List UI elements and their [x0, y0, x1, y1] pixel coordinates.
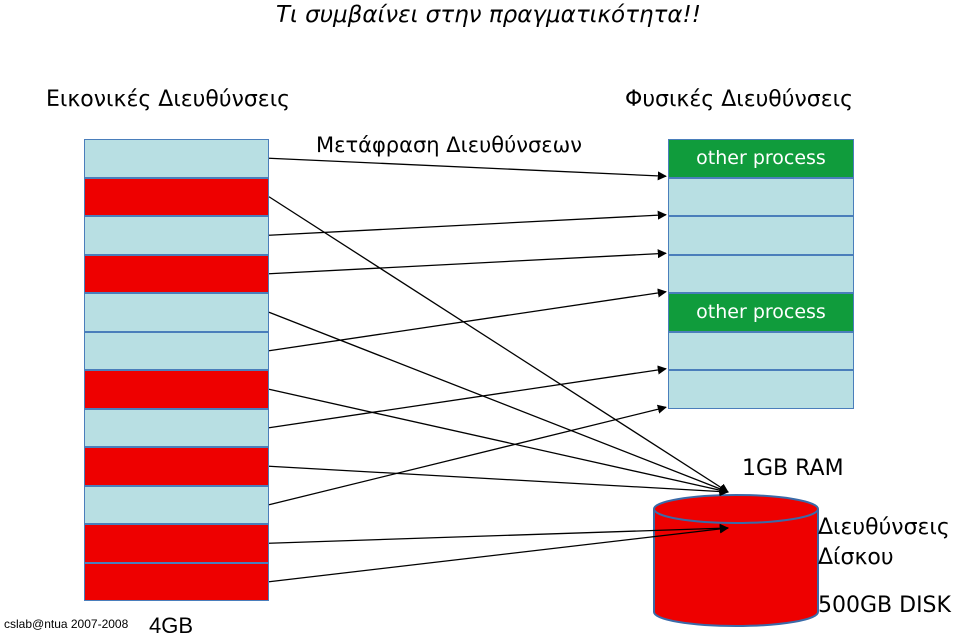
physical-frame-5	[668, 331, 854, 370]
mapping-arrow-5	[268, 288, 667, 352]
mapping-arrow-1	[268, 196, 729, 493]
virtual-page-11	[84, 562, 269, 601]
mapping-arrow-7	[268, 365, 667, 429]
mapping-arrow-10	[268, 523, 729, 544]
virtual-page-8	[84, 447, 269, 486]
physical-addresses-heading: Φυσικές Διευθύνσεις	[625, 87, 853, 112]
physical-frame-1	[668, 177, 854, 216]
virtual-page-10	[84, 524, 269, 563]
footer-credit: cslab@ntua 2007-2008	[4, 617, 129, 631]
virtual-page-4	[84, 293, 269, 332]
mapping-arrow-0	[268, 157, 667, 181]
mapping-arrow-6	[268, 388, 729, 495]
other-process-frame: other process	[668, 139, 854, 178]
disk-addresses-label: Διευθύνσεις Δίσκου	[818, 515, 950, 570]
address-translation-heading: Μετάφραση Διευθύνσεων	[316, 133, 582, 157]
mapping-arrows	[268, 157, 729, 583]
virtual-page-6	[84, 370, 269, 409]
virtual-page-2	[84, 216, 269, 255]
physical-frame-3	[668, 254, 854, 293]
virtual-address-column	[84, 139, 269, 601]
virtual-size-label: 4GB	[149, 613, 194, 638]
slide-title: Τι συμβαίνει στην πραγματικότητα!!	[276, 2, 701, 28]
mapping-arrow-11	[268, 524, 729, 583]
disk-size-label: 500GB DISK	[818, 593, 951, 618]
mapping-arrow-2	[268, 210, 667, 236]
disk-cylinder-icon	[653, 494, 819, 627]
virtual-page-3	[84, 254, 269, 293]
ram-size-label: 1GB RAM	[742, 456, 844, 481]
virtual-page-7	[84, 408, 269, 447]
physical-frame-2	[668, 216, 854, 255]
mapping-arrow-9	[268, 404, 667, 506]
mapping-arrow-8	[268, 465, 729, 497]
other-process-frame: other process	[668, 293, 854, 332]
mapping-arrow-3	[268, 249, 667, 275]
virtual-page-5	[84, 331, 269, 370]
virtual-page-0	[84, 139, 269, 178]
physical-frame-6	[668, 370, 854, 409]
virtual-page-9	[84, 485, 269, 524]
virtual-addresses-heading: Εικονικές Διευθύνσεις	[46, 87, 291, 112]
physical-memory-column: other process other process	[668, 139, 854, 447]
mapping-arrow-4	[268, 311, 729, 494]
virtual-page-1	[84, 177, 269, 216]
